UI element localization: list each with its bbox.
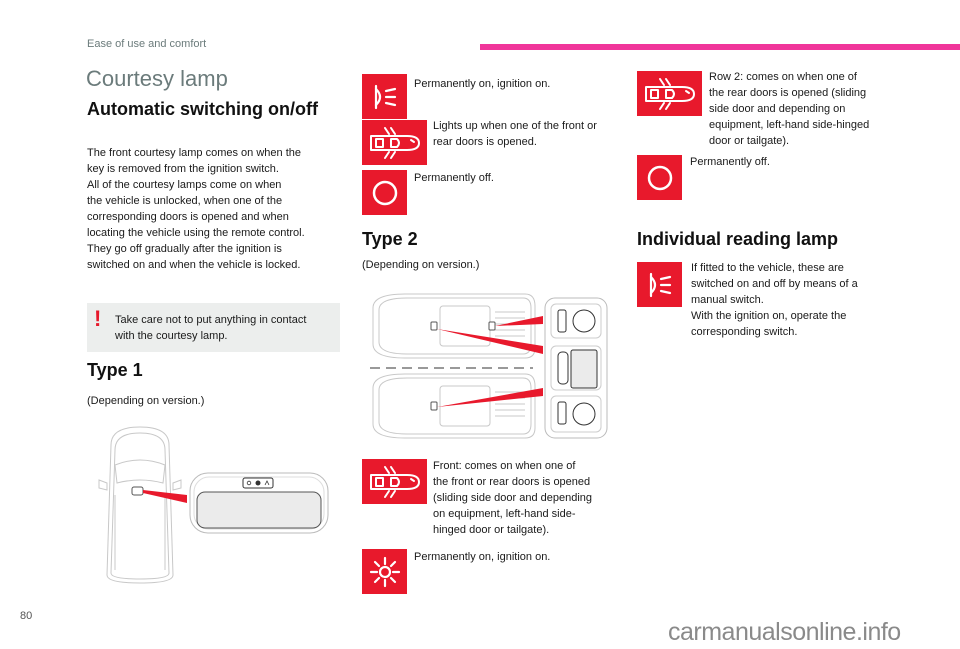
courtesy-lamp-detail [189, 472, 329, 534]
type1-illustration [98, 426, 329, 584]
off-circle-icon [362, 170, 407, 215]
pointer-line [143, 490, 187, 503]
warning-box: Take care not to put anything in contact… [87, 303, 340, 352]
text-line: (sliding side door and depending [433, 492, 593, 504]
type2-item-text: Row 2: comes on when one of the rear doo… [709, 69, 869, 149]
van-top-view-1 [372, 293, 536, 359]
paragraph-line: The front courtesy lamp comes on when th… [87, 147, 301, 159]
header-accent-bar [480, 44, 960, 50]
van-top-view [98, 426, 182, 584]
car-doors-icon [362, 120, 427, 165]
text-line: equipment, left-hand side-hinged [709, 119, 870, 131]
paragraph-line: switched on and when the vehicle is lock… [87, 259, 301, 271]
reading-lamp-text: If fitted to the vehicle, these are swit… [691, 260, 858, 340]
text-line: door or tailgate). [709, 135, 790, 147]
car-doors-icon [362, 459, 427, 504]
watermark: carmanualsonline.info [668, 618, 901, 646]
page-number: 80 [20, 610, 33, 622]
page-title: Courtesy lamp [86, 66, 228, 91]
type2-item-text: Permanently off. [690, 156, 770, 168]
off-circle-icon [637, 155, 682, 200]
sun-icon [362, 549, 407, 594]
heading-type1: Type 1 [87, 360, 143, 380]
warning-line: Take care not to put anything in contact [115, 314, 307, 326]
type2-note: (Depending on version.) [362, 259, 480, 271]
text-line: manual switch. [691, 294, 764, 306]
text-line: the rear doors is opened (sliding [709, 87, 867, 99]
type2-item-text: Permanently on, ignition on. [414, 551, 551, 563]
type1-item-text: Permanently on, ignition on. [414, 78, 551, 90]
pointer-line [437, 329, 543, 354]
text-line: hinged door or tailgate). [433, 524, 550, 536]
courtesy-lamp-location [131, 486, 144, 496]
lamp-on-icon [362, 74, 407, 119]
type1-item-text: Permanently off. [414, 172, 494, 184]
text-line: Lights up when one of the front or [433, 120, 597, 132]
text-line: Row 2: comes on when one of [709, 71, 857, 83]
text-line: With the ignition on, operate the [691, 310, 847, 322]
text-line: side door and depending on [709, 103, 846, 115]
paragraph-line: They go off gradually after the ignition… [87, 243, 282, 255]
paragraph-line: the vehicle is unlocked, when one of the [87, 195, 283, 207]
pointer-line [495, 316, 543, 326]
car-doors-glyph [369, 126, 420, 159]
lamp-location [488, 321, 496, 331]
lamp-location [430, 401, 438, 411]
heading-type2: Type 2 [362, 229, 418, 249]
heading-automatic: Automatic switching on/off [87, 99, 318, 119]
car-doors-icon [637, 71, 702, 116]
text-line: If fitted to the vehicle, these are [691, 262, 844, 274]
exclamation-icon: ! [94, 306, 102, 331]
text-line: switched on and off by means of a [691, 278, 858, 290]
lamp-on-icon [637, 262, 682, 307]
paragraph-line: key is removed from the ignition switch. [87, 163, 279, 175]
roof-console-detail [544, 297, 608, 439]
text-line: the front or rear doors is opened [433, 476, 591, 488]
automatic-paragraph: The front courtesy lamp comes on when th… [87, 145, 347, 273]
type2-item-text: Front: comes on when one of the front or… [433, 458, 592, 538]
text-line: corresponding switch. [691, 326, 798, 338]
text-line: rear doors is opened. [433, 136, 537, 148]
text-line: on equipment, left-hand side- [433, 508, 576, 520]
paragraph-line: locating the vehicle using the remote co… [87, 227, 305, 239]
van-top-view-2 [372, 373, 536, 439]
type2-illustration [370, 293, 608, 439]
warning-line: with the courtesy lamp. [115, 330, 228, 342]
type1-note: (Depending on version.) [87, 395, 205, 407]
pointer-line [437, 388, 543, 407]
paragraph-line: All of the courtesy lamps come on when [87, 179, 282, 191]
type1-item-text: Lights up when one of the front or rear … [433, 118, 597, 150]
paragraph-line: corresponding doors is opened and when [87, 211, 289, 223]
section-tab: Ease of use and comfort [87, 38, 207, 50]
heading-reading-lamp: Individual reading lamp [637, 229, 839, 249]
lamp-location [430, 321, 438, 331]
text-line: Front: comes on when one of [433, 460, 576, 472]
